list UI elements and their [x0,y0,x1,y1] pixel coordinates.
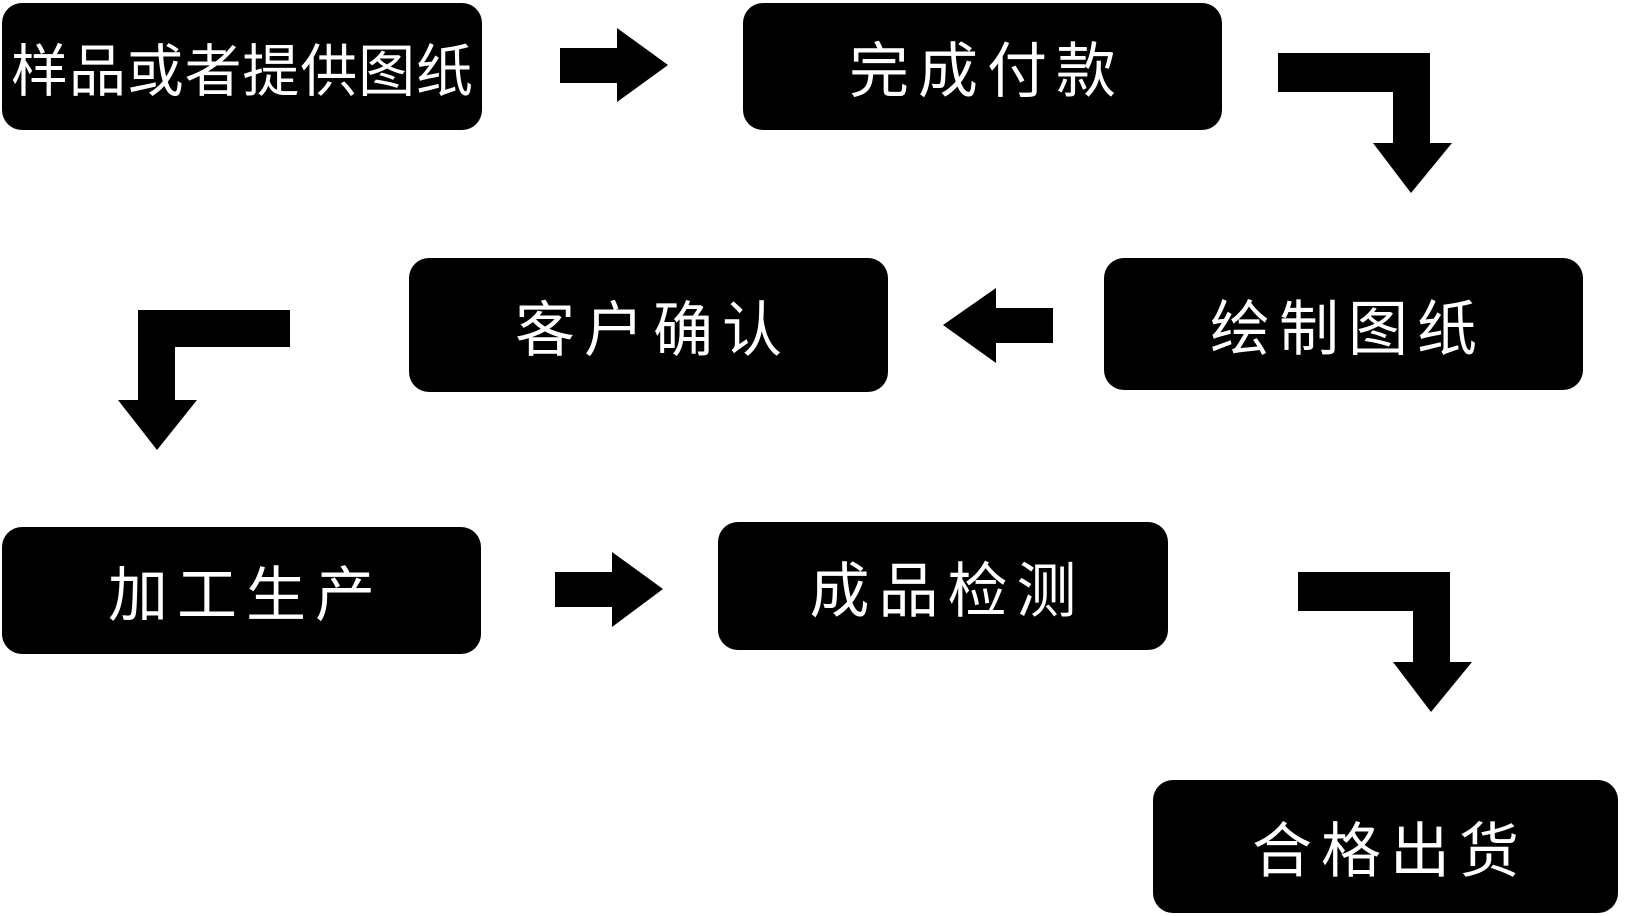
node-finished-inspection: 成品检测 [718,522,1168,650]
node-customer-confirm: 客户确认 [409,258,888,392]
node-qualified-shipment: 合格出货 [1153,780,1618,913]
right-arrow-icon [560,28,668,102]
elbow-left-down-arrow-icon [118,310,290,450]
left-arrow-icon [943,288,1053,363]
elbow-right-down-arrow-icon [1278,53,1452,193]
node-sample-or-drawing: 样品或者提供图纸 [2,3,482,130]
node-processing-production: 加工生产 [2,527,481,654]
elbow-right-down-arrow-icon [1298,572,1472,712]
node-complete-payment: 完成付款 [743,3,1222,130]
right-arrow-icon [555,552,663,627]
node-draw-drawings: 绘制图纸 [1104,258,1583,390]
